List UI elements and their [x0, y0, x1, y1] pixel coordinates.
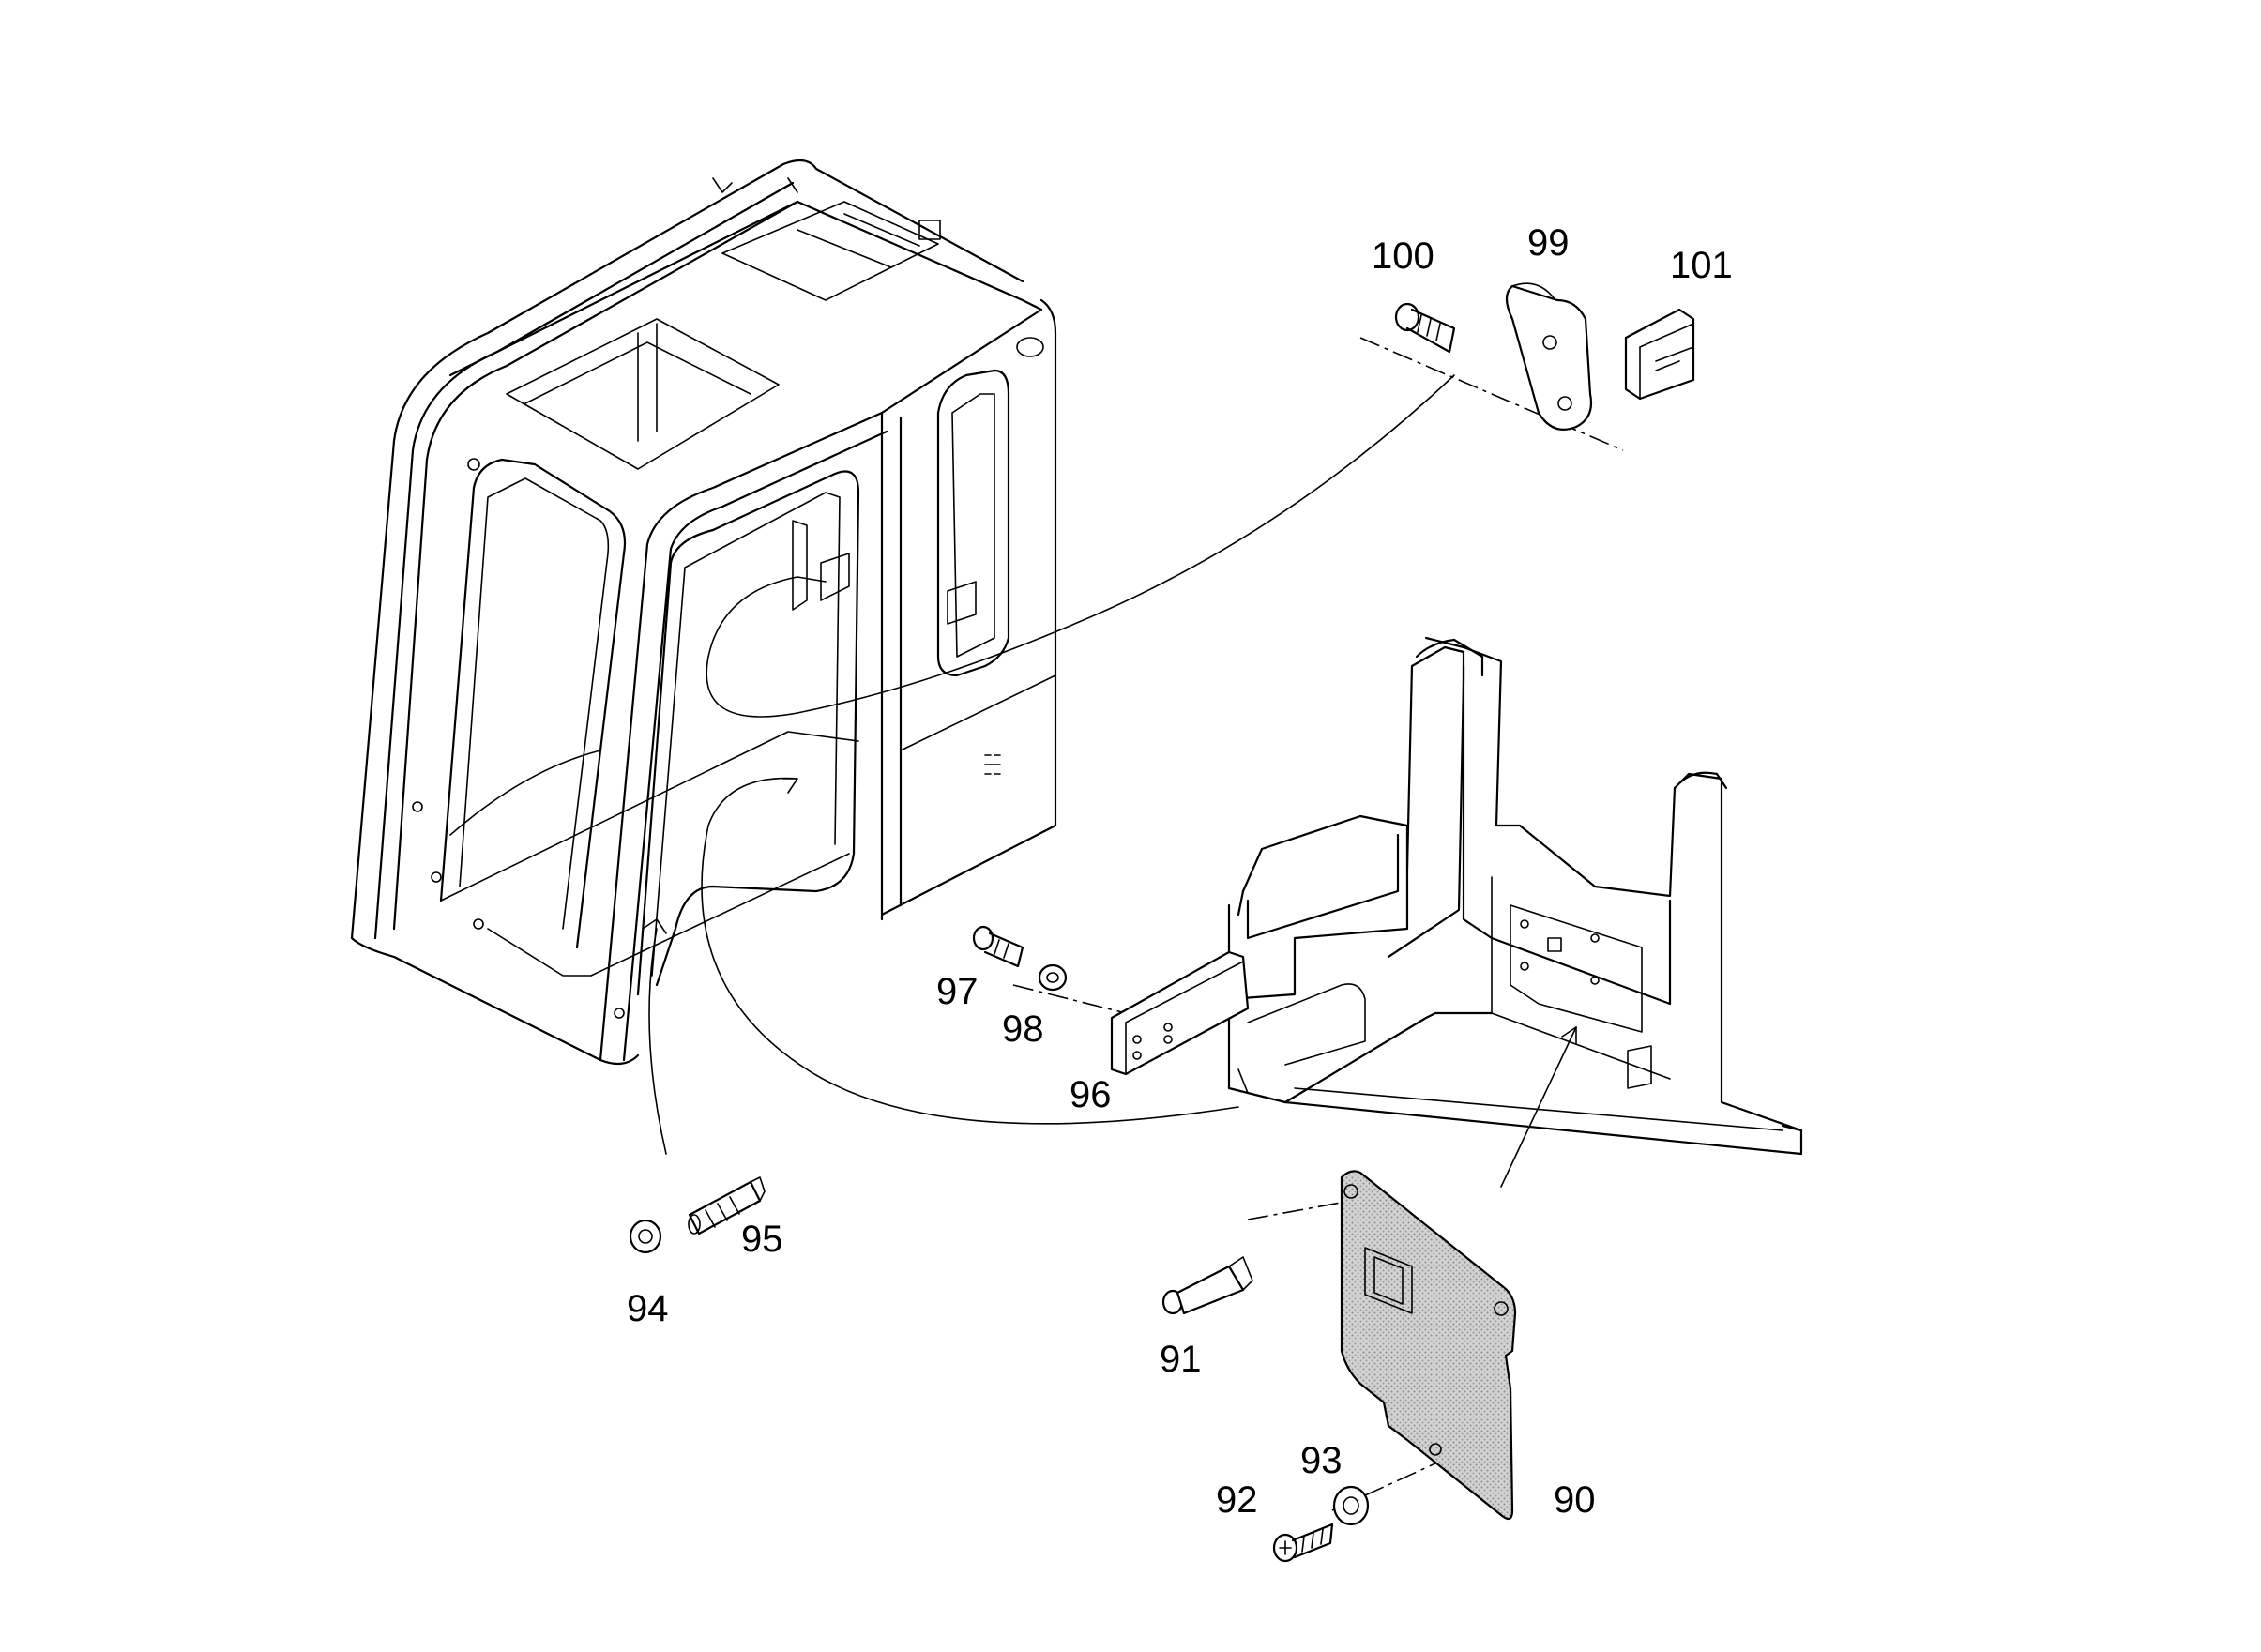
- centerline-91-90: [1247, 1200, 1352, 1220]
- callout-101: 101: [1670, 245, 1733, 286]
- bar-part-96: [1110, 950, 1250, 1076]
- bolt-part-97: [972, 925, 1024, 968]
- washer-part-94: [629, 1219, 662, 1254]
- callout-92: 92: [1216, 1479, 1258, 1521]
- cab-frame: [350, 159, 1057, 1066]
- washer-part-98: [1038, 963, 1068, 992]
- callout-90: 90: [1554, 1479, 1596, 1521]
- screw-part-92: [1272, 1523, 1334, 1563]
- callout-99: 99: [1527, 222, 1570, 264]
- callout-94: 94: [627, 1288, 669, 1329]
- side-panel: [1227, 636, 1803, 1156]
- screw-part-100: [1394, 302, 1456, 354]
- clip-part-101: [1624, 308, 1695, 401]
- callout-97: 97: [936, 971, 979, 1012]
- leader-lines: [449, 374, 1577, 1188]
- callout-labels: 100 99 101 97 98 96 95 94 91 93 92 90: [627, 222, 1733, 1521]
- callout-91: 91: [1160, 1339, 1202, 1380]
- centerline-97-98: [1012, 984, 1127, 1014]
- stud-part-91: [1161, 1256, 1253, 1315]
- latch-part-99: [1505, 282, 1593, 431]
- callout-93: 93: [1300, 1440, 1343, 1481]
- washer-part-93: [1332, 1485, 1370, 1526]
- centerline-99-100: [1359, 337, 1624, 451]
- callout-100: 100: [1372, 235, 1434, 277]
- callout-98: 98: [1002, 1008, 1044, 1050]
- callout-96: 96: [1070, 1074, 1112, 1115]
- pin-part-95: [688, 1176, 766, 1235]
- panel-part-90: [1340, 1170, 1517, 1521]
- callout-95: 95: [741, 1219, 783, 1260]
